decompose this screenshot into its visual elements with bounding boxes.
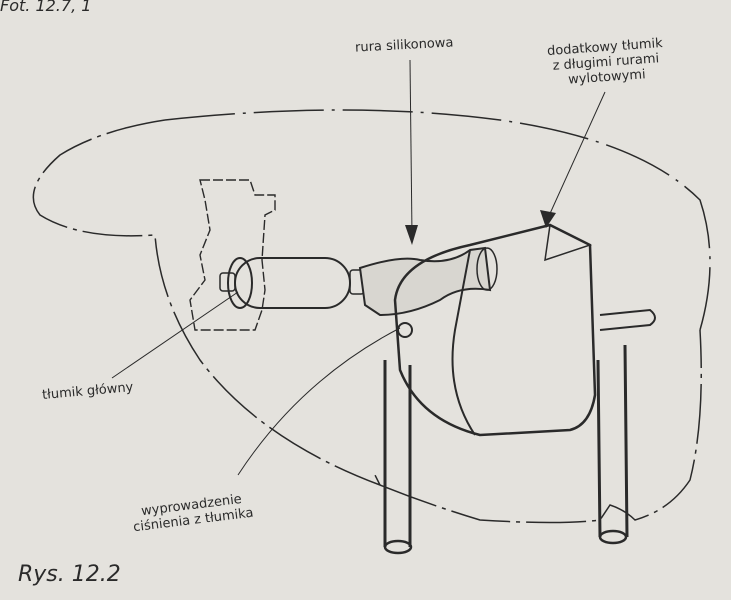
exhaust-pipe-right xyxy=(596,344,629,538)
exhaust-pipe-left xyxy=(383,360,412,547)
additional-muffler xyxy=(393,223,597,437)
fuselage-top xyxy=(164,109,711,331)
leader-extra xyxy=(547,91,606,219)
photo-reference: Fot. 12.7, 1 xyxy=(0,0,92,15)
figure-caption: Rys. 12.2 xyxy=(18,562,121,587)
leader-pressure xyxy=(237,327,401,476)
fuselage-outline xyxy=(32,119,702,524)
leader-main xyxy=(111,291,239,379)
engine-outline xyxy=(189,179,276,331)
leader-silicone xyxy=(409,59,413,236)
label-extra-muffler: dodatkowy tłumik z długimi rurami wyloto… xyxy=(547,36,666,89)
pressure-nipple xyxy=(397,322,413,338)
silicone-pipe xyxy=(358,246,492,317)
